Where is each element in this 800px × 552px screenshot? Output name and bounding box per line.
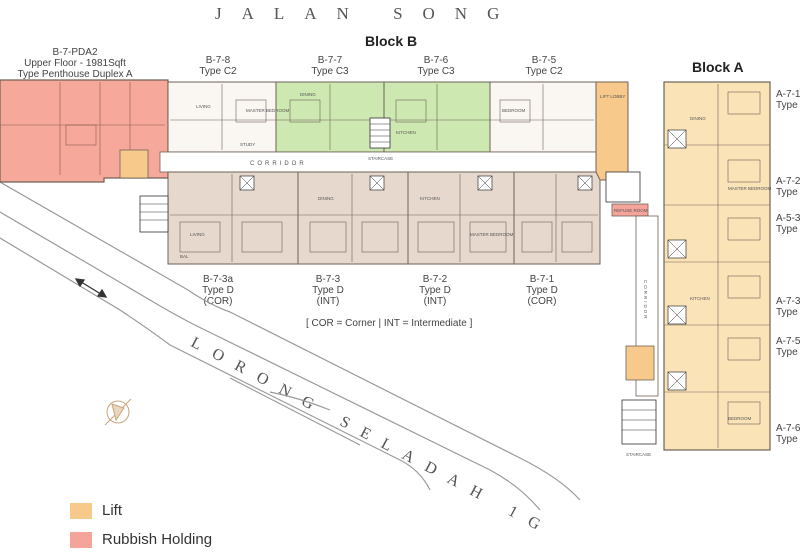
legend-rubbish-swatch bbox=[70, 531, 92, 548]
staircase-label: STAIRCASE bbox=[368, 156, 393, 161]
legend-lift: Lift bbox=[70, 502, 122, 519]
legend-note: [ COR = Corner | INT = Intermediate ] bbox=[306, 318, 473, 329]
unit-code: A-7-6 bbox=[776, 423, 800, 434]
unit-label-b-7-8: B-7-8 Type C2 bbox=[188, 55, 248, 77]
unit-type: Type C2 bbox=[199, 66, 237, 77]
staircase-b-top bbox=[369, 117, 391, 149]
corridor-b bbox=[159, 151, 601, 173]
legend-rubbish-label: Rubbish Holding bbox=[102, 531, 213, 548]
unit-code: B-7-2 bbox=[422, 274, 448, 285]
unit-code: B-7-8 bbox=[205, 55, 231, 66]
unit-code: B-7-3a bbox=[202, 274, 233, 285]
unit-b-7-2 bbox=[407, 171, 515, 265]
compass-icon bbox=[104, 398, 132, 426]
unit-label-b-7-3a: B-7-3a Type D (COR) bbox=[188, 274, 248, 307]
unit-type: Type C3 bbox=[311, 66, 349, 77]
room-label-master-b: MASTER BEDROOM bbox=[470, 232, 514, 237]
unit-type: Type A bbox=[776, 307, 800, 318]
unit-position: (COR) bbox=[527, 296, 557, 307]
room-label-kitchen-b: KITCHEN bbox=[420, 196, 440, 201]
unit-position: (INT) bbox=[423, 296, 447, 307]
unit-label-b-7-1: B-7-1 Type D (COR) bbox=[512, 274, 572, 307]
unit-label-a-7-6: A-7-6 Type A bbox=[776, 423, 800, 445]
room-label-living-b: LIVING bbox=[190, 232, 205, 237]
unit-code: A-5-3 bbox=[776, 213, 800, 224]
legend-lift-swatch bbox=[70, 502, 92, 519]
block-a-heading: Block A bbox=[692, 59, 744, 75]
corridor-label: CORRIDOR bbox=[250, 161, 307, 167]
unit-type: Type A bbox=[776, 100, 800, 111]
unit-code: A-7-1 bbox=[776, 89, 800, 100]
unit-type: Type D bbox=[202, 285, 234, 296]
unit-type: Type A bbox=[776, 224, 800, 235]
unit-type: Type A bbox=[776, 347, 800, 358]
unit-label-a-5-3: A-5-3 Type A bbox=[776, 213, 800, 235]
unit-b-7-3 bbox=[297, 171, 409, 265]
unit-b-7-3a bbox=[167, 171, 299, 265]
room-label-kitchen-a: KITCHEN bbox=[690, 296, 710, 301]
unit-code: B-7-6 bbox=[423, 55, 449, 66]
unit-label-b-7-3: B-7-3 Type D (INT) bbox=[298, 274, 358, 307]
road-lines bbox=[0, 181, 581, 511]
refuse-room-label: REFUSE ROOM bbox=[614, 208, 648, 213]
road-jalan-song: JALAN SONG bbox=[215, 4, 520, 23]
unit-code: A-7-2 bbox=[776, 176, 800, 187]
unit-code: B-7-1 bbox=[529, 274, 555, 285]
unit-label-b-7-2: B-7-2 Type D (INT) bbox=[405, 274, 465, 307]
unit-label-a-7-1: A-7-1 Type A bbox=[776, 89, 800, 111]
unit-code: A-7-3 bbox=[776, 296, 800, 307]
penthouse-type: Type Penthouse Duplex A bbox=[17, 69, 133, 80]
legend-lift-label: Lift bbox=[102, 502, 123, 519]
refuse-room bbox=[611, 203, 649, 217]
lift-lobby-a bbox=[625, 345, 655, 381]
unit-code: B-7-5 bbox=[531, 55, 557, 66]
unit-type: Type D bbox=[526, 285, 558, 296]
room-label-bedroom: BEDROOM bbox=[502, 108, 526, 113]
room-label-bedroom-a: BEDROOM bbox=[728, 416, 752, 421]
unit-type: Type C2 bbox=[525, 66, 563, 77]
unit-label-a-7-5: A-7-5 Type A bbox=[776, 336, 800, 358]
staircase-b-left bbox=[139, 195, 169, 233]
penthouse-code: B-7-PDA2 bbox=[52, 47, 98, 58]
penthouse-label: B-7-PDA2 Upper Floor - 1981Sqft Type Pen… bbox=[10, 47, 140, 80]
staircase-label-a: STAIRCASE bbox=[626, 452, 651, 457]
unit-label-b-7-7: B-7-7 Type C3 bbox=[300, 55, 360, 77]
unit-code: B-7-7 bbox=[317, 55, 343, 66]
traffic-arrow-icon bbox=[74, 278, 108, 298]
legend-rubbish: Rubbish Holding bbox=[70, 531, 212, 548]
room-label-bal: BAL bbox=[180, 254, 189, 259]
unit-type: Type D bbox=[419, 285, 451, 296]
room-label-living: LIVING bbox=[196, 104, 211, 109]
lift-penthouse bbox=[119, 149, 149, 179]
room-label-master-a: MASTER BEDROOM bbox=[728, 186, 772, 191]
block-b-heading: Block B bbox=[365, 33, 418, 49]
unit-code: B-7-3 bbox=[315, 274, 341, 285]
staircase-connector bbox=[605, 171, 641, 203]
unit-label-b-7-5: B-7-5 Type C2 bbox=[514, 55, 574, 77]
room-label-dining-a: DINING bbox=[690, 116, 706, 121]
lift-lobby-label: LIFT LOBBY bbox=[600, 94, 625, 99]
unit-type: Type A bbox=[776, 187, 800, 198]
room-label-dining-b: DINING bbox=[318, 196, 334, 201]
unit-type: Type C3 bbox=[417, 66, 455, 77]
unit-label-b-7-6: B-7-6 Type C3 bbox=[406, 55, 466, 77]
unit-code: A-7-5 bbox=[776, 336, 800, 347]
unit-type: Type A bbox=[776, 434, 800, 445]
room-label-master: MASTER BEDROOM bbox=[246, 108, 290, 113]
staircase-a bbox=[621, 399, 657, 445]
room-label-study: STUDY bbox=[240, 142, 255, 147]
room-label-kitchen: KITCHEN bbox=[396, 130, 416, 135]
unit-label-a-7-2: A-7-2 Type A bbox=[776, 176, 800, 198]
unit-label-a-7-3: A-7-3 Type A bbox=[776, 296, 800, 318]
unit-position: (INT) bbox=[316, 296, 340, 307]
corridor-a-label: CORRIDOR bbox=[643, 280, 648, 321]
room-label-dining: DINING bbox=[300, 92, 316, 97]
penthouse-area: Upper Floor - 1981Sqft bbox=[24, 58, 126, 69]
unit-position: (COR) bbox=[203, 296, 233, 307]
unit-type: Type D bbox=[312, 285, 344, 296]
